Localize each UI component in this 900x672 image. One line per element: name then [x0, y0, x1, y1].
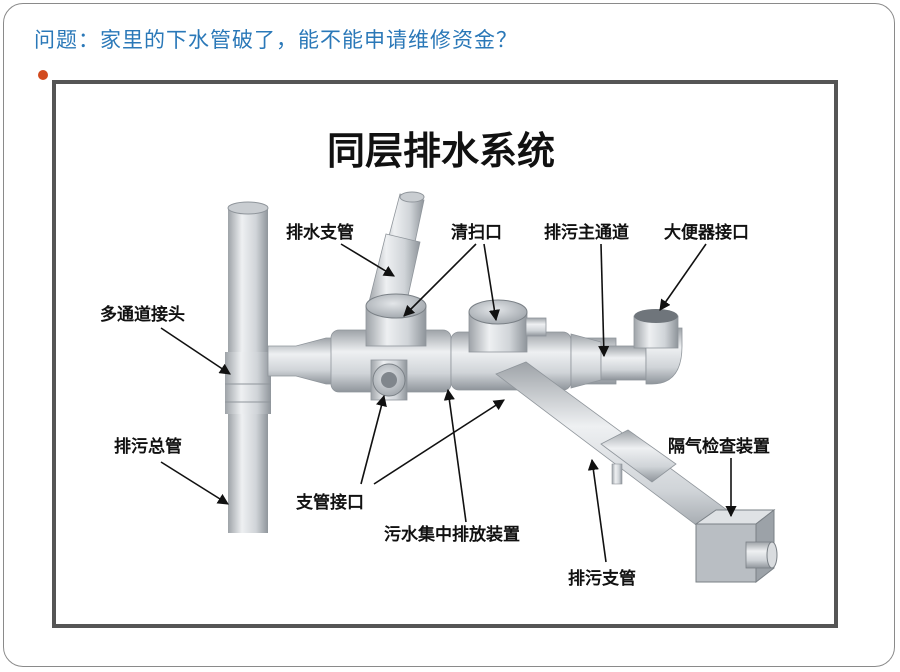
label-drain-branch: 排水支管 — [286, 222, 354, 243]
label-odor-check: 隔气检查装置 — [668, 436, 770, 457]
bullet-dot — [38, 70, 48, 80]
main-channel-pipe — [268, 330, 646, 392]
question-text: 问题：家里的下水管破了，能不能申请维修资金？ — [34, 24, 518, 54]
branch-port — [371, 360, 407, 400]
pipe-diagram: 同层排水系统 — [56, 84, 834, 624]
odor-check-box — [696, 510, 777, 582]
label-multi-joint: 多通道接头 — [100, 304, 185, 325]
label-main-stack: 排污总管 — [114, 436, 182, 457]
diagram-figure: 同层排水系统 — [52, 80, 838, 628]
label-cleanout: 清扫口 — [451, 222, 502, 243]
label-branch-port: 支管接口 — [296, 492, 364, 513]
label-collector: 污水集中排放装置 — [384, 524, 520, 545]
label-toilet-port: 大便器接口 — [664, 222, 749, 243]
label-sewage-branch: 排污支管 — [568, 568, 636, 589]
slide: 问题：家里的下水管破了，能不能申请维修资金？ — [3, 3, 895, 667]
diagram-title: 同层排水系统 — [327, 129, 555, 173]
main-stack-pipe — [225, 202, 271, 533]
label-main-channel: 排污主通道 — [544, 222, 629, 243]
